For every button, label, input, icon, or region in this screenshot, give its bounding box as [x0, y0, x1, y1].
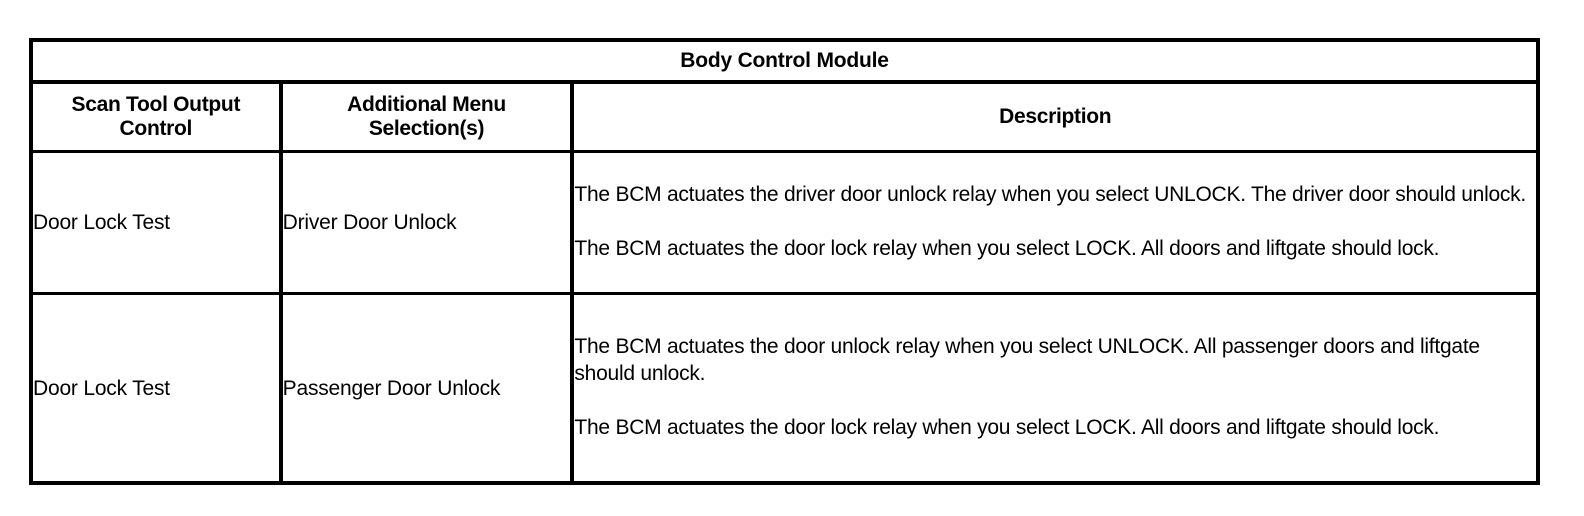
cell-menu-selection: Passenger Door Unlock	[280, 293, 575, 483]
cell-control: Door Lock Test	[31, 151, 283, 296]
table-row: Door Lock Test Passenger Door Unlock The…	[31, 293, 1538, 483]
table-row: Door Lock Test Driver Door Unlock The BC…	[31, 151, 1538, 296]
column-header-line-1: Scan Tool Output	[71, 93, 241, 117]
column-header-additional-menu-selections: Additional Menu Selection(s)	[280, 82, 575, 153]
description-paragraph: The BCM actuates the door lock relay whe…	[574, 237, 1440, 261]
description-paragraph: The BCM actuates the door lock relay whe…	[574, 416, 1440, 440]
table-header-row: Scan Tool Output Control Additional Menu…	[31, 82, 1538, 153]
paragraph-spacer	[574, 209, 1536, 236]
cell-control: Door Lock Test	[31, 293, 283, 483]
table-title: Body Control Module	[31, 40, 1538, 84]
column-header-scan-tool-output-control: Scan Tool Output Control	[31, 82, 283, 153]
column-header-line-1: Additional Menu	[347, 93, 506, 117]
column-header-description: Description	[572, 82, 1538, 153]
description-paragraph: The BCM actuates the door unlock relay w…	[574, 335, 1480, 386]
body-control-module-table: Body Control Module Scan Tool Output Con…	[29, 38, 1540, 485]
paragraph-spacer	[574, 388, 1536, 415]
table-title-row: Body Control Module	[31, 40, 1538, 84]
cell-menu-selection: Driver Door Unlock	[280, 151, 575, 296]
body-control-module-table-container: Body Control Module Scan Tool Output Con…	[29, 38, 1540, 485]
cell-description: The BCM actuates the door unlock relay w…	[572, 293, 1538, 483]
column-header-line-2: Control	[119, 117, 193, 140]
description-paragraph: The BCM actuates the driver door unlock …	[574, 183, 1527, 207]
cell-description: The BCM actuates the driver door unlock …	[572, 151, 1538, 296]
column-header-line-2: Selection(s)	[368, 117, 485, 140]
